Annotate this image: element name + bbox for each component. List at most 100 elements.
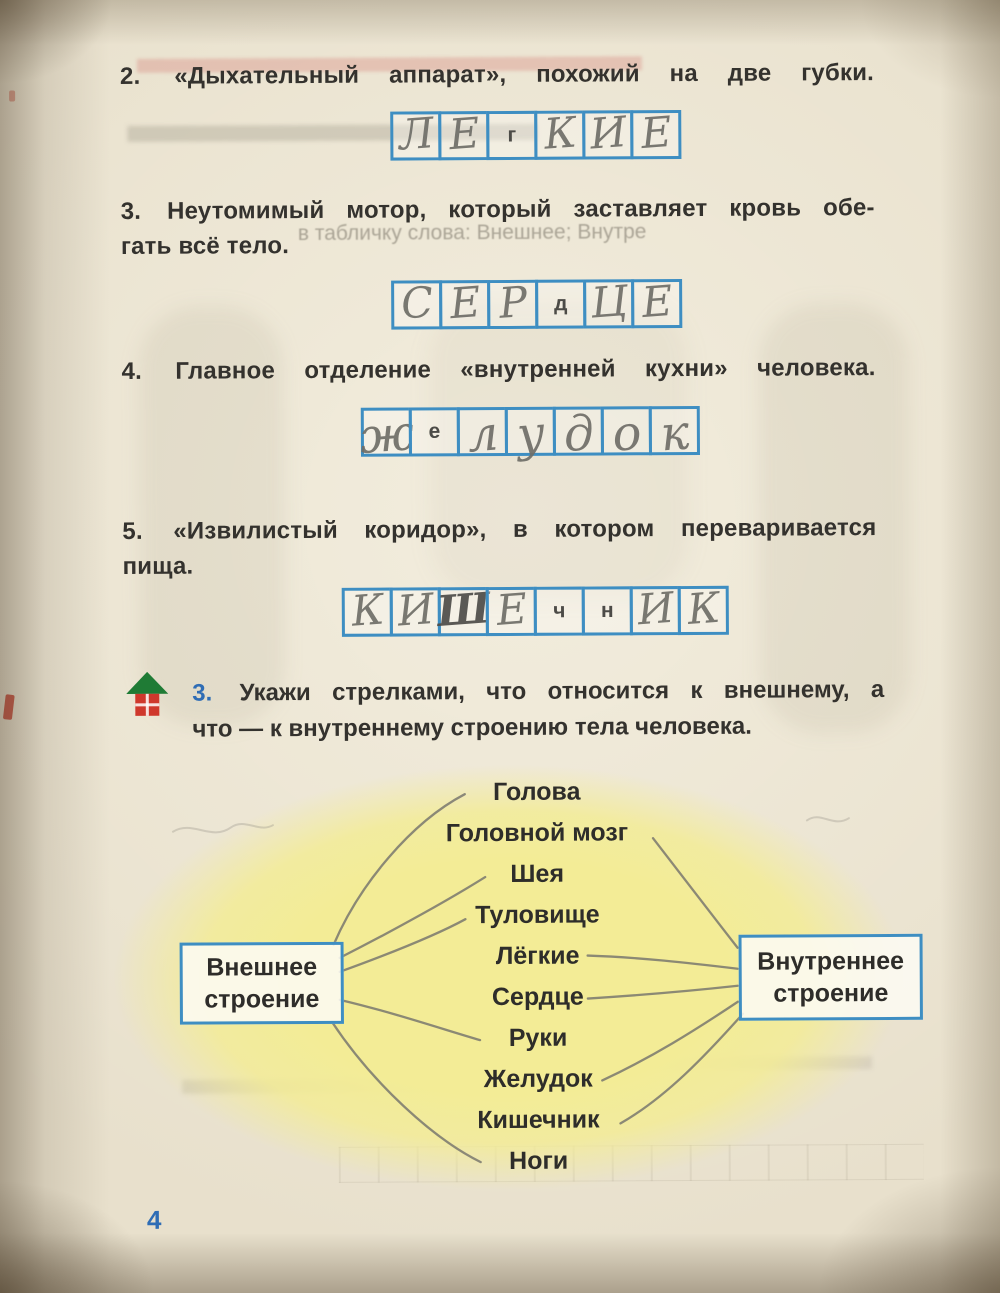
question-3-number: 3. (120, 197, 142, 225)
question-4: 4. Главное отделение «внутренней кухни» … (121, 350, 875, 389)
answer-cell[interactable]: Ц (583, 275, 635, 329)
answer-cell[interactable]: Е (439, 276, 491, 330)
handwritten-letter: Л (396, 107, 436, 160)
answer-cell[interactable]: д (535, 279, 587, 329)
diagram-word-golova[interactable]: Голова (493, 777, 581, 807)
question-4-line1: 4. Главное отделение «внутренней кухни» … (121, 350, 875, 389)
answer-cell[interactable]: Е (438, 107, 490, 161)
answer-cell[interactable]: е (408, 407, 461, 457)
diagram-word-zheludok[interactable]: Желудок (483, 1064, 593, 1094)
answer-cell[interactable]: г (486, 110, 538, 161)
question-2-text: «Дыхательный аппарат», похожий на две гу… (174, 59, 875, 90)
answer-cell[interactable]: д (552, 404, 605, 463)
answer-cell[interactable]: И (582, 106, 634, 160)
answer-cell[interactable]: Ш (434, 582, 492, 637)
handwritten-letter: л (465, 404, 500, 464)
diagram-word-tulovishche[interactable]: Туловище (475, 900, 600, 930)
handwritten-letter: Е (494, 583, 529, 635)
handwritten-letter: И (395, 583, 436, 636)
external-structure-box[interactable]: Внешнее строение (179, 941, 344, 1025)
answer-cell[interactable]: И (389, 583, 441, 637)
printed-letter: е (428, 419, 441, 443)
answer-row-heart: С Е Р д Ц Е (391, 275, 683, 330)
question-5-line1: 5. «Извилистый коридор», в котором перев… (122, 510, 876, 549)
handwritten-letter: Е (447, 276, 482, 328)
answer-cell[interactable]: Е (630, 106, 682, 160)
answer-cell[interactable]: Р (487, 276, 539, 330)
margin-red-dot (9, 90, 16, 102)
question-5: 5. «Извилистый коридор», в котором перев… (122, 510, 876, 584)
answer-cell[interactable]: к (648, 403, 700, 462)
question-3-line1: 3. Неутомимый мотор, который заставляет … (121, 190, 875, 229)
answer-cell[interactable]: Е (485, 583, 537, 637)
internal-structure-box[interactable]: Внутреннее строение (738, 933, 923, 1021)
answer-row-intestine: К И Ш Е ч н И К (341, 582, 729, 637)
diagram-word-ruki[interactable]: Руки (508, 1023, 568, 1052)
task-3-line2: что — к внутреннему строению тела челове… (192, 712, 752, 743)
printed-letter: ч (553, 598, 566, 622)
diagram-word-nogi[interactable]: Ноги (509, 1146, 569, 1175)
handwritten-letter: д (561, 404, 596, 463)
handwritten-letter: К (541, 106, 578, 159)
task-3-text: Укажи стрелками, что относится к внешнем… (239, 675, 885, 707)
question-2-line1: 2. «Дыхательный аппарат», похожий на две… (120, 55, 874, 94)
printed-letter: г (507, 122, 517, 146)
handwritten-letter: Р (496, 276, 529, 328)
question-3: 3. Неутомимый мотор, который заставляет … (121, 190, 875, 264)
internal-box-line2: строение (773, 978, 889, 1008)
answer-row-stomach: ж е л у д о к (357, 403, 700, 465)
answer-cell[interactable]: К (677, 582, 729, 636)
handwritten-letter: Ш (434, 582, 492, 636)
external-box-line2: строение (204, 984, 320, 1014)
question-5-line2: пища. (122, 552, 194, 580)
question-3-line2: гать всё тело. (120, 232, 290, 260)
handwritten-letter: Е (638, 106, 673, 158)
handwritten-letter: К (349, 583, 386, 636)
printed-letter: д (553, 291, 568, 315)
page-number: 4 (146, 1204, 162, 1235)
task-3-number: 3. (192, 679, 213, 707)
diagram-word-serdtse[interactable]: Сердце (491, 982, 584, 1012)
task-3: 3. Укажи стрелками, что относится к внеш… (192, 672, 884, 748)
task-3-line1: 3. Укажи стрелками, что относится к внеш… (192, 672, 884, 712)
diagram-word-list: Голова Головной мозг Шея Туловище Лёгкие… (331, 771, 745, 1183)
question-2: 2. «Дыхательный аппарат», похожий на две… (120, 55, 874, 94)
printed-letter: н (600, 598, 614, 622)
handwritten-letter: И (587, 106, 628, 159)
diagram-word-kishechnik[interactable]: Кишечник (477, 1105, 600, 1135)
answer-cell[interactable]: Е (631, 275, 683, 329)
answer-cell[interactable]: л (456, 404, 509, 464)
answer-row-lungs: Л Е г К И Е (390, 106, 682, 161)
handwritten-letter: у (514, 404, 547, 463)
question-4-number: 4. (121, 357, 143, 385)
diagram-word-golovnoy-mozg[interactable]: Головной мозг (445, 818, 629, 848)
question-3-text: Неутомимый мотор, который заставляет кро… (167, 194, 875, 225)
handwritten-letter: Е (446, 107, 481, 159)
answer-cell[interactable]: Л (390, 107, 442, 161)
handwritten-letter: С (398, 276, 435, 328)
answer-cell[interactable]: н (581, 586, 633, 636)
answer-cell[interactable]: ч (533, 586, 585, 636)
question-5-number: 5. (122, 517, 143, 545)
handwritten-letter: о (609, 404, 643, 463)
external-box-line1: Внешнее (206, 952, 318, 982)
answer-cell[interactable]: о (600, 404, 653, 463)
diagram-word-sheya[interactable]: Шея (510, 859, 565, 888)
answer-cell[interactable]: С (391, 276, 443, 330)
question-5-text: «Извилистый коридор», в котором перевари… (173, 514, 877, 545)
answer-cell[interactable]: у (504, 404, 557, 463)
handwritten-letter: к (657, 403, 691, 462)
answer-cell[interactable]: ж (357, 405, 416, 465)
handwritten-letter: ж (357, 404, 416, 465)
answer-cell[interactable]: К (534, 106, 586, 160)
answer-cell[interactable]: К (341, 583, 393, 637)
handwritten-letter: Е (639, 275, 674, 327)
handwritten-letter: Ц (588, 275, 629, 328)
task-house-icon (126, 671, 169, 723)
diagram-word-lyogkie[interactable]: Лёгкие (495, 941, 580, 971)
pencil-scribble-right (805, 816, 850, 823)
answer-cell[interactable]: И (629, 582, 681, 636)
internal-box-line1: Внутреннее (757, 946, 905, 976)
